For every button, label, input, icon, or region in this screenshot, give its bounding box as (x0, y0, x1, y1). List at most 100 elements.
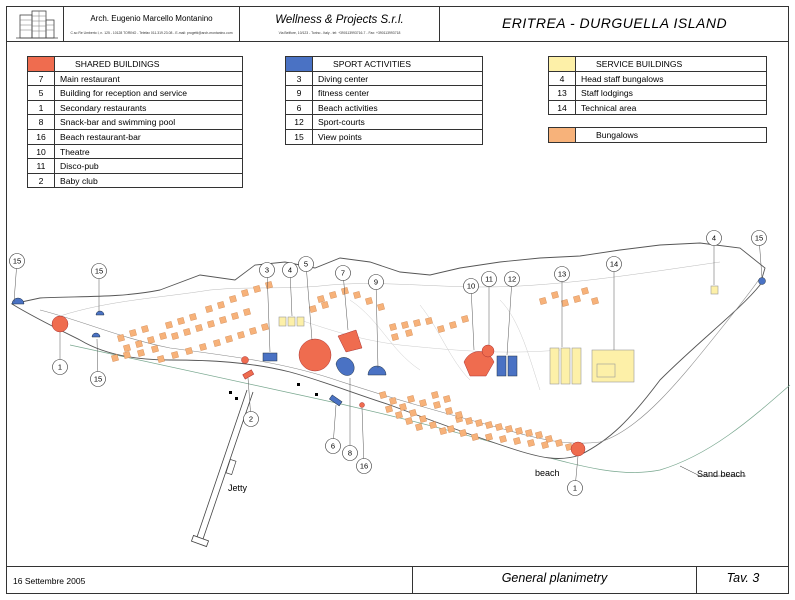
bungalow (443, 395, 451, 403)
callout-circle (52, 359, 68, 375)
callout-4a: 4 (282, 262, 298, 317)
callout-number: 2 (249, 415, 253, 424)
legend-row: 13 Staff lodgings (549, 86, 766, 101)
drawing-date: 16 Settembre 2005 (13, 576, 86, 586)
callout-circle (298, 256, 314, 272)
bungalow (141, 325, 149, 333)
secondary-paths (299, 299, 561, 391)
bungalow (513, 437, 521, 445)
callout-circle (342, 445, 358, 461)
callout-number: 12 (508, 275, 516, 284)
legend-row-label: Disco-pub (60, 161, 99, 172)
bungalow (389, 323, 397, 331)
bungalow (475, 419, 483, 427)
callout-number: 5 (304, 260, 308, 269)
disco-pub (481, 344, 495, 358)
diving-center (262, 352, 278, 362)
bungalow (159, 332, 167, 340)
legend-row-label: View points (318, 132, 362, 142)
callout-number: 10 (467, 282, 475, 291)
bungalow (111, 354, 119, 362)
legend-bungalows-title: Bungalows (596, 130, 639, 140)
callout-15a: 15 (9, 253, 25, 303)
drawing-frame (6, 6, 789, 594)
callout-3: 3 (259, 262, 275, 353)
bungalow (405, 329, 413, 337)
legend-row-label: Theatre (60, 146, 90, 157)
callout-11: 11 (481, 271, 497, 345)
legend-shared-title: SHARED BUILDINGS (75, 59, 160, 69)
bungalow (237, 331, 245, 339)
bungalow (407, 395, 415, 403)
bungalow (243, 308, 251, 316)
path-network (59, 261, 721, 317)
company-cell: Wellness & Projects S.r.l. Via Belfiore,… (240, 6, 440, 41)
callout-1a: 1 (52, 332, 68, 375)
legend-row-number: 9 (286, 86, 313, 100)
callout-leader (506, 278, 513, 356)
bungalow (391, 333, 399, 341)
bungalow (309, 305, 317, 313)
bungalow (195, 324, 203, 332)
callout-circle (481, 271, 497, 287)
callout-9: 9 (368, 274, 384, 369)
callout-leader (342, 272, 349, 331)
bungalow (551, 291, 559, 299)
bungalow (217, 301, 225, 309)
bungalow (425, 317, 433, 325)
bungalow (261, 323, 269, 331)
callout-10: 10 (463, 278, 479, 351)
bungalow (535, 431, 543, 439)
callout-15c: 15 (90, 338, 106, 387)
bungalow (527, 439, 535, 447)
legend-row-label: Secondary restaurants (60, 102, 147, 113)
callout-leader (305, 263, 313, 341)
callout-circle (325, 438, 341, 454)
legend-row-number: 11 (28, 159, 55, 173)
bungalow (505, 425, 513, 433)
callout-14: 14 (606, 256, 622, 350)
title-block-header: Arch. Eugenio Marcello Montanino C.so Re… (6, 6, 789, 42)
callout-circle (751, 230, 767, 246)
bungalow (189, 313, 197, 321)
bungalow (561, 299, 569, 307)
bungalow (241, 289, 249, 297)
legend-row-label: Beach restaurant-bar (60, 132, 141, 142)
legend-row-label: Building for reception and service (60, 88, 188, 99)
callout-leader (375, 281, 379, 369)
legend-row-label: Technical area (581, 102, 637, 113)
callout-number: 4 (288, 266, 292, 275)
callout-5: 5 (298, 256, 314, 341)
callout-number: 15 (755, 234, 763, 243)
callout-circle (504, 271, 520, 287)
bungalow (471, 433, 479, 441)
legend-row-label: Staff lodgings (581, 88, 633, 99)
bungalow (499, 435, 507, 443)
snack-bar (242, 369, 255, 380)
sport-court-b (507, 355, 518, 377)
bungalow (185, 347, 193, 355)
bungalow (321, 301, 329, 309)
bungalow (379, 391, 387, 399)
bungalow (465, 417, 473, 425)
view-point-south (91, 332, 101, 338)
sand-beach-leader (679, 465, 701, 477)
legend-row-number: 3 (286, 71, 313, 86)
bungalow (431, 391, 439, 399)
legend-row-number: 13 (549, 86, 576, 100)
callout-number: 14 (610, 260, 618, 269)
bungalow (541, 441, 549, 449)
legend-row-label: Beach activities (318, 102, 378, 113)
architect-cell: Arch. Eugenio Marcello Montanino C.so Re… (64, 6, 240, 41)
bungalow (415, 423, 423, 431)
legend-row-label: Main restaurant (60, 73, 120, 84)
bungalow (429, 421, 437, 429)
callout-15b: 15 (91, 263, 107, 312)
bungalow (525, 429, 533, 437)
bungalow (399, 403, 407, 411)
